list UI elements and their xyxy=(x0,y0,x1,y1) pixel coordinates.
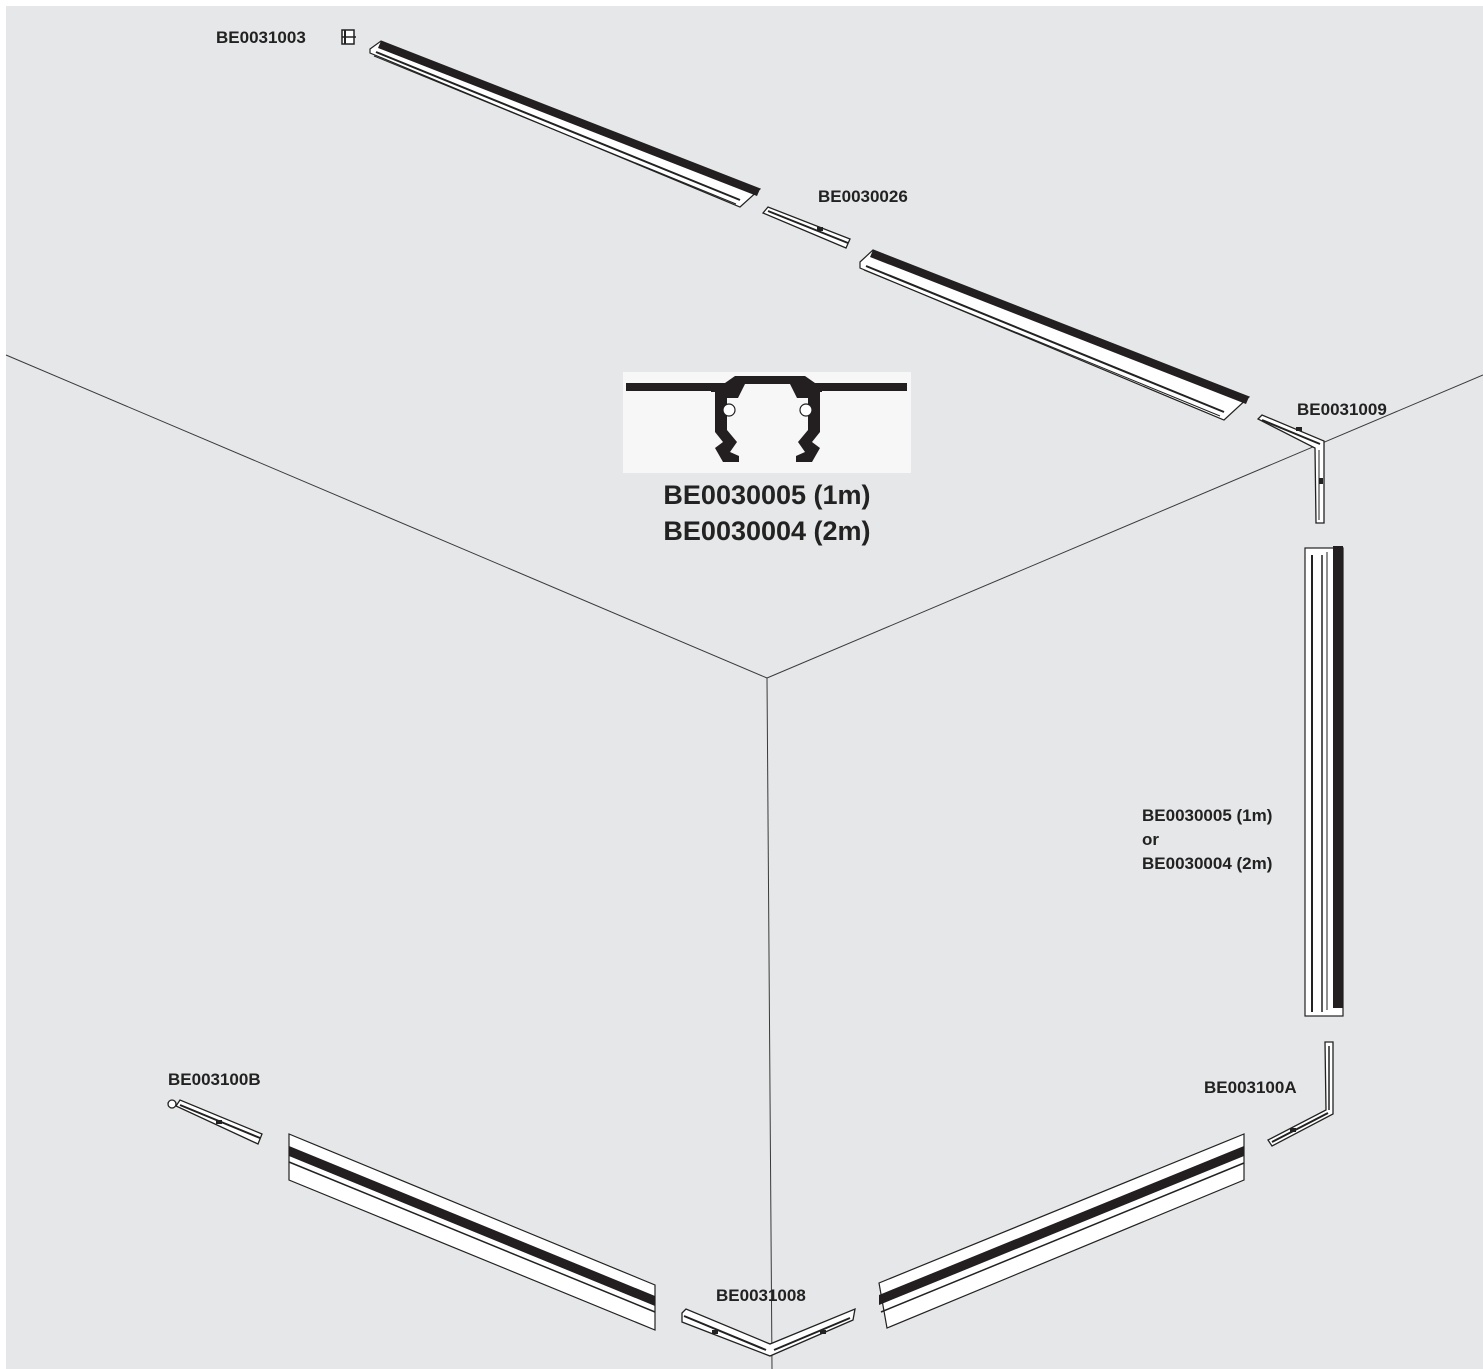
ceiling-rail-1 xyxy=(369,40,762,208)
vertical-rail-label-line2: or xyxy=(1142,830,1159,849)
straight-connector-label: BE0030026 xyxy=(818,187,908,206)
vertical-rail-label: BE0030005 (1m) or BE0030004 (2m) xyxy=(1142,804,1272,876)
corner-wall-ceiling-label: BE003100A xyxy=(1204,1078,1297,1097)
vertical-rail-label-line1: BE0030005 (1m) xyxy=(1142,806,1273,825)
room-edges xyxy=(5,354,1483,1369)
feed-end-label: BE003100B xyxy=(168,1070,261,1089)
vertical-wall-rail xyxy=(1304,546,1344,1017)
profile-label: BE0030005 (1m) BE0030004 (2m) xyxy=(623,477,911,549)
end-cap-label: BE0031003 xyxy=(216,28,306,47)
end-cap-part xyxy=(341,29,356,45)
vertical-rail-label-line3: BE0030004 (2m) xyxy=(1142,854,1273,873)
corner-ceiling-wall-label: BE0031009 xyxy=(1297,400,1387,419)
straight-connector-part xyxy=(761,206,851,249)
inner-corner-connector xyxy=(681,1307,856,1357)
corner-connector-upper xyxy=(1256,414,1325,524)
lower-left-wall-rail xyxy=(288,1133,656,1331)
ceiling-rail-2 xyxy=(859,249,1251,421)
profile-label-line1: BE0030005 (1m) xyxy=(663,480,871,510)
profile-label-line2: BE0030004 (2m) xyxy=(663,516,871,546)
profile-cross-section xyxy=(623,372,911,473)
inner-corner-label: BE0031008 xyxy=(716,1286,806,1305)
wall-background xyxy=(6,6,1483,1369)
lower-right-wall-rail xyxy=(878,1133,1245,1329)
feed-end-part xyxy=(167,1099,263,1145)
corner-connector-lower xyxy=(1267,1041,1334,1147)
